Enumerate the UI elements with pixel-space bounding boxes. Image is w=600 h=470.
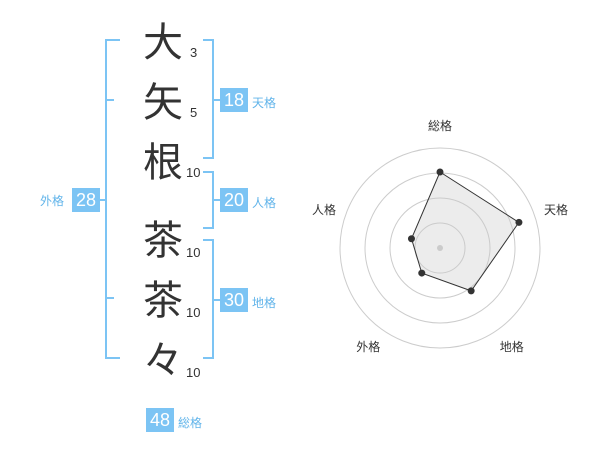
stroke-count-3: 10 [186, 165, 201, 180]
radar-point-2 [467, 287, 475, 295]
radar-label-tenkaku: 天格 [544, 203, 569, 218]
jinkaku-label: 人格 [252, 196, 277, 210]
name-char-2: 矢 [143, 80, 183, 126]
jinkaku-value: 20 [220, 188, 248, 212]
stroke-count-4: 10 [186, 245, 201, 260]
chikaku-label: 地格 [252, 296, 277, 310]
gaikaku-label: 外格 [40, 194, 65, 208]
radar-ring-4 [339, 147, 541, 349]
name-char-3: 根 [143, 140, 183, 186]
stroke-count-2: 5 [190, 105, 198, 120]
tenkaku-value: 18 [220, 88, 248, 112]
name-char-4: 茶 [143, 218, 183, 264]
radar-area [410, 171, 520, 292]
stroke-count-5: 10 [186, 305, 201, 320]
radar-point-4 [407, 235, 415, 243]
radar-point-1 [515, 218, 523, 226]
name-char-5: 茶 [143, 278, 183, 324]
soukaku-value: 48 [146, 408, 174, 432]
tenkaku-label: 天格 [252, 96, 277, 110]
radar-ring-1 [414, 222, 466, 274]
radar-label-soukaku: 総格 [428, 119, 453, 133]
radar-label-jinkaku: 人格 [312, 203, 337, 218]
soukaku-label: 総格 [178, 416, 203, 430]
stroke-count-6: 10 [186, 365, 201, 380]
gaikaku-value: 28 [72, 188, 100, 212]
radar-point-3 [418, 269, 426, 277]
name-char-1: 大 [143, 20, 183, 66]
name-char-6: 々 [143, 338, 183, 384]
stroke-count-1: 3 [190, 45, 198, 60]
radar-label-gaikaku: 外格 [356, 339, 381, 354]
radar-center [437, 245, 443, 251]
chikaku-value: 30 [220, 288, 248, 312]
radar-label-chikaku: 地格 [499, 339, 524, 354]
radar-ring-2 [389, 197, 491, 299]
radar-point-0 [436, 168, 444, 176]
